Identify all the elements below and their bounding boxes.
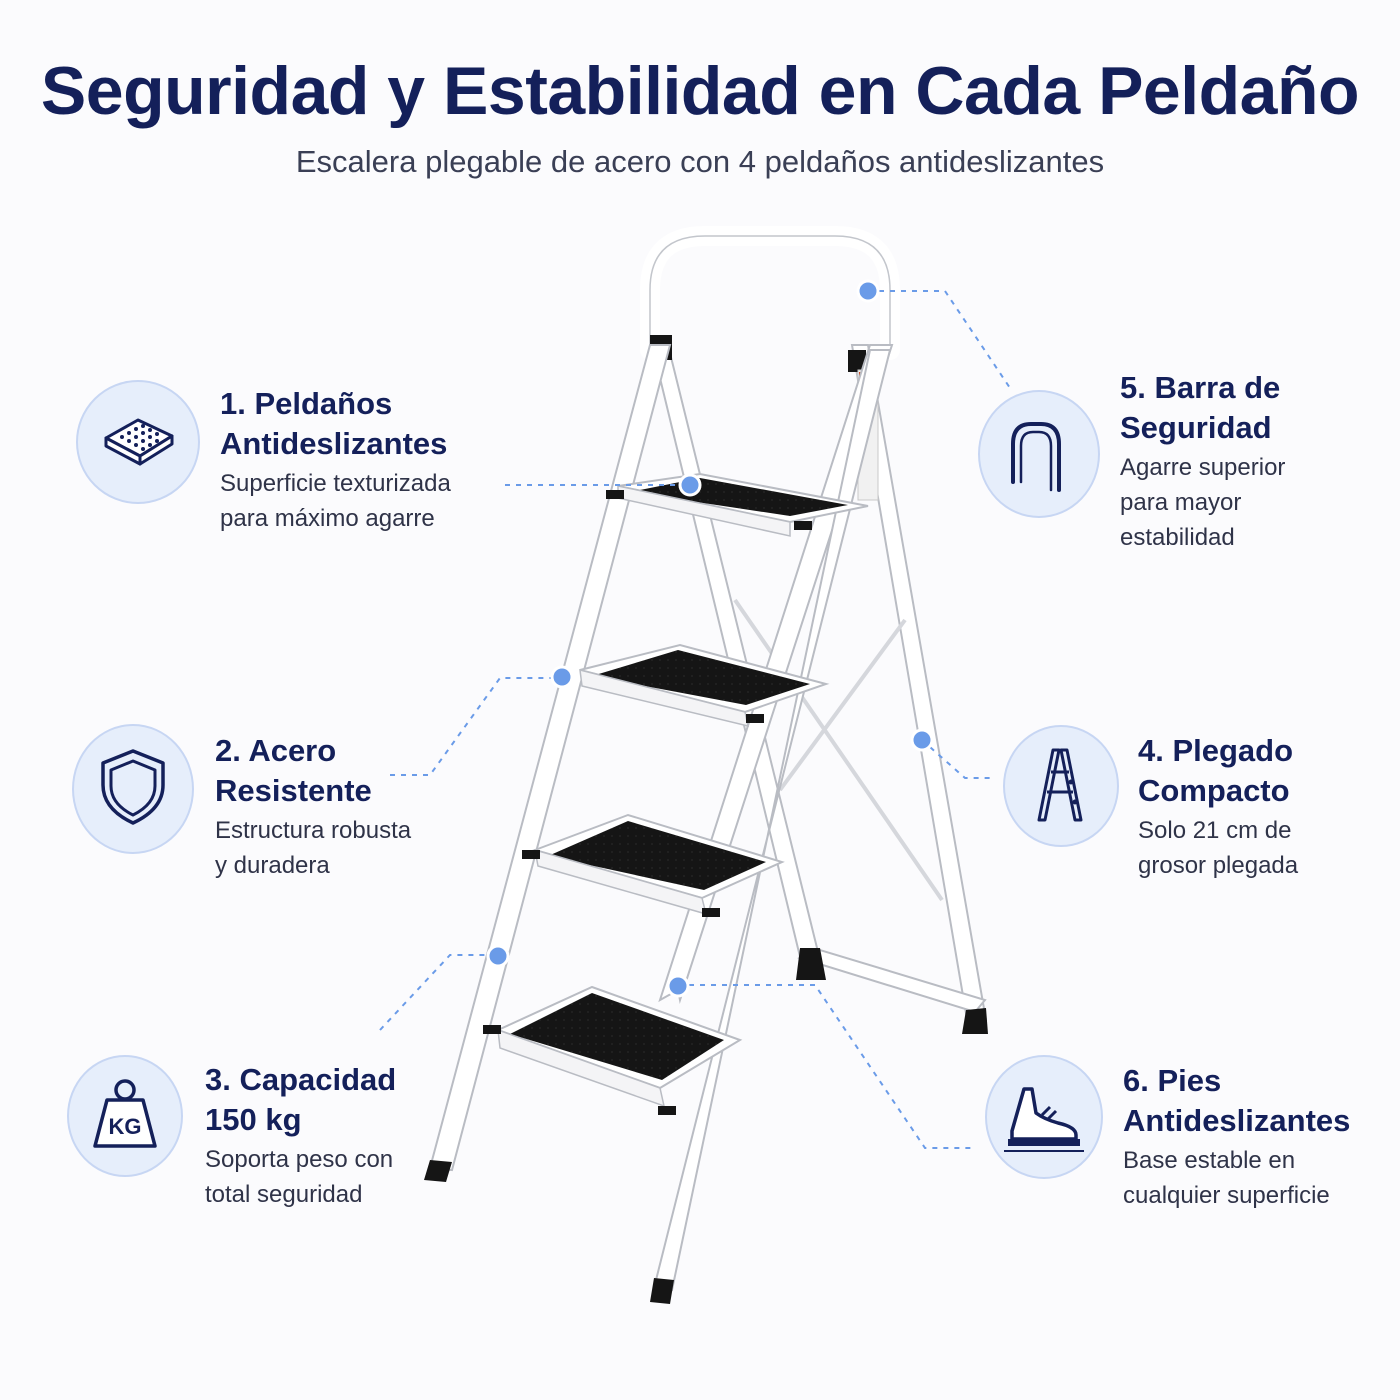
connector-line-6 <box>678 984 975 1149</box>
shoe-icon <box>1002 1073 1086 1162</box>
hinge-block <box>848 350 866 372</box>
cross-brace <box>733 598 944 902</box>
step-cap <box>658 1106 676 1115</box>
feature-4-icon-badge <box>1003 725 1119 847</box>
connector-dot-1 <box>678 473 702 497</box>
page-subtitle: Escalera plegable de acero con 4 peldaño… <box>295 144 1105 179</box>
step-cap <box>746 714 764 723</box>
feature-2-description: Estructura robusta y duradera <box>215 817 412 879</box>
weight-kg-icon: KG <box>83 1072 167 1161</box>
handrail-icon <box>997 410 1081 499</box>
step-cap <box>702 908 720 917</box>
rear-foot <box>962 1008 988 1034</box>
feature-3-description: Soporta peso con total seguridad <box>205 1146 394 1208</box>
connector-line-2 <box>390 677 562 776</box>
rear-foot <box>796 948 826 980</box>
feature-3-title: 3. Capacidad 150 kg <box>205 1062 397 1137</box>
front-foot <box>650 1278 674 1304</box>
feature-1-icon-badge <box>76 380 200 504</box>
connector-dot-2 <box>550 665 574 689</box>
feature-2-title: 2. Acero Resistente <box>215 733 372 808</box>
step-cap <box>606 490 624 499</box>
folded-ladder-icon <box>1019 742 1103 831</box>
feature-6-icon-badge <box>985 1055 1103 1179</box>
weight-kg-label: KG <box>109 1114 142 1139</box>
shield-icon <box>91 745 175 834</box>
feature-4-description: Solo 21 cm de grosor plegada <box>1138 817 1299 879</box>
feature-5-description: Agarre superior para mayor estabilidad <box>1120 454 1286 551</box>
connector-dot-3 <box>486 944 510 968</box>
feature-6-description: Base estable en cualquier superficie <box>1123 1147 1330 1209</box>
connector-line-3 <box>379 954 498 1031</box>
step-3 <box>531 813 785 916</box>
feature-2-icon-badge <box>72 724 194 854</box>
feature-1-title: 1. Peldaños Antideslizantes <box>220 386 448 461</box>
step-cap <box>483 1025 501 1034</box>
front-foot <box>424 1160 452 1182</box>
step-cap <box>794 521 812 530</box>
connector-dot-5 <box>856 279 880 303</box>
cross-brace <box>778 618 907 792</box>
textured-step-icon <box>96 398 180 487</box>
page-title: Seguridad y Estabilidad en Cada Peldaño <box>40 53 1360 129</box>
step-cap <box>522 850 540 859</box>
feature-5-icon-badge <box>978 390 1100 518</box>
connector-dot-4 <box>910 728 934 752</box>
connector-line-4 <box>921 739 995 779</box>
feature-5-title: 5. Barra de Seguridad <box>1120 370 1281 445</box>
feature-6-title: 6. Pies Antideslizantes <box>1123 1063 1351 1138</box>
step-4 <box>495 985 743 1108</box>
feature-4-title: 4. Plegado Compacto <box>1138 733 1294 808</box>
feature-1-description: Superficie texturizada para máximo agarr… <box>220 470 451 532</box>
connector-dot-6 <box>666 974 690 998</box>
feature-3-icon-badge: KG <box>67 1055 183 1177</box>
connector-line-5 <box>868 290 1011 389</box>
step-2 <box>579 643 830 728</box>
